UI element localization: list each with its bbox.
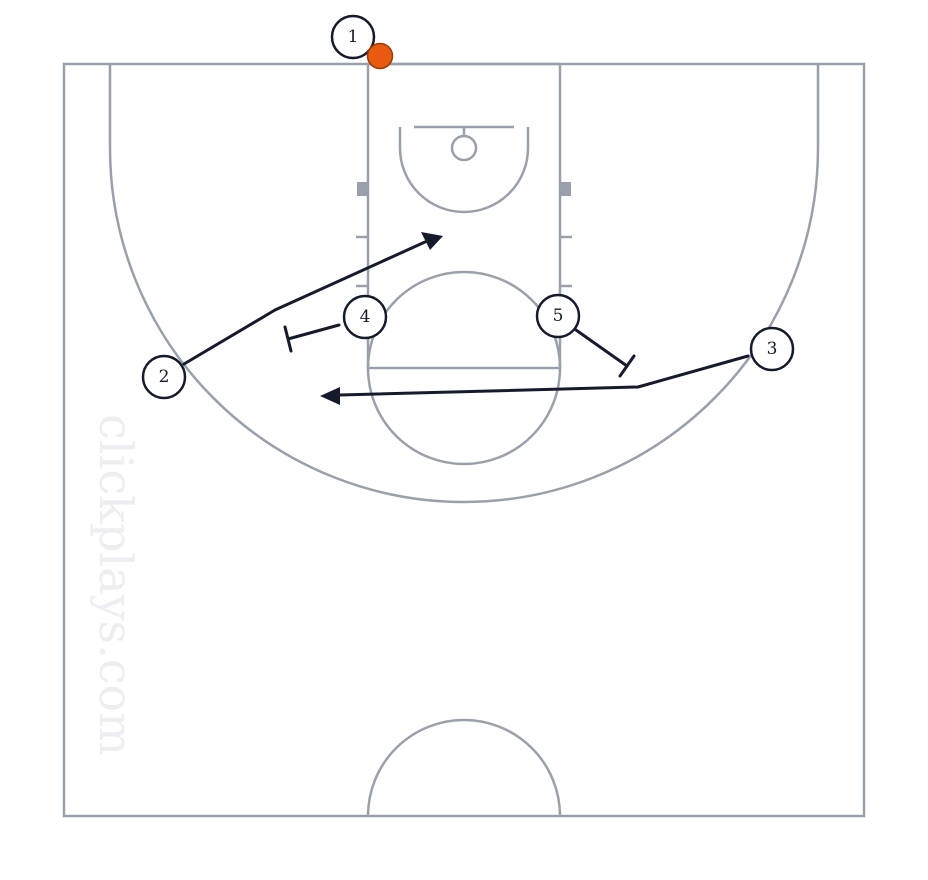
cut-arrowhead-player-2: [421, 232, 443, 250]
free-throw-circle: [366, 270, 562, 466]
player-5-marker[interactable]: [535, 293, 581, 339]
player-1-marker[interactable]: [330, 14, 376, 60]
paint-lane: [366, 62, 562, 370]
player-5[interactable]: 5: [535, 293, 581, 339]
cut-player-3: [320, 354, 750, 405]
player-3-label: 3: [767, 339, 778, 359]
player-4-marker[interactable]: [342, 294, 388, 340]
player-3-marker[interactable]: [749, 326, 795, 372]
player-5-label: 5: [553, 306, 564, 326]
rim: [450, 134, 478, 162]
screen-bar-player-4: [283, 325, 293, 353]
screen-bar-player-5: [618, 354, 636, 378]
player-1[interactable]: 1: [330, 14, 376, 60]
screen-player-4: [283, 323, 341, 353]
cut-player-2: [182, 232, 443, 366]
block-right: [560, 182, 571, 196]
screen-path-player-4: [286, 323, 341, 341]
screen-player-5: [574, 328, 636, 378]
player-2-label: 2: [159, 367, 170, 387]
player-2-marker[interactable]: [141, 354, 187, 400]
player-2[interactable]: 2: [141, 354, 187, 400]
watermark-text: clickplays.com: [89, 414, 143, 756]
cut-arrowhead-player-3: [320, 387, 340, 405]
player-3[interactable]: 3: [749, 326, 795, 372]
cut-path-player-3: [338, 354, 750, 397]
block-left: [357, 182, 368, 196]
lane-hash-marks: [356, 182, 572, 288]
restricted-area-arc: [398, 127, 530, 214]
center-circle: [366, 718, 562, 817]
basketball-icon: [366, 42, 394, 70]
court-boundary: [62, 62, 866, 818]
player-4-label: 4: [360, 307, 371, 327]
cut-path-player-2: [182, 240, 427, 366]
three-point-line: [108, 64, 820, 504]
player-1-label: 1: [348, 27, 359, 47]
player-4[interactable]: 4: [342, 294, 388, 340]
screen-path-player-5: [574, 328, 629, 368]
